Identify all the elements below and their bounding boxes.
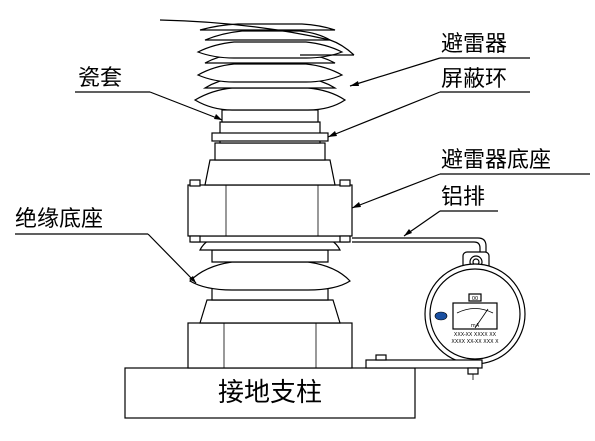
leader-lines	[15, 57, 590, 284]
arrester-sheds	[159, 19, 355, 111]
shield-ring-label: 屏蔽环	[441, 67, 507, 92]
meter-caption-1: XXX-XX XXXX XX	[454, 332, 497, 338]
meter-caption-2: XXXX XX-XX XXX X	[451, 339, 499, 345]
arrester-label: 避雷器	[441, 32, 507, 57]
meter-mount	[365, 354, 483, 380]
meter-scale: mA	[471, 323, 480, 329]
porcelain-body	[211, 109, 329, 161]
insulating-base-pedestal	[187, 299, 353, 369]
ground-pillar: 接地支柱	[124, 367, 416, 419]
leakage-current-meter: 00 mA XXX-XX XXXX XX XXXX XX-XX XXX X	[424, 263, 526, 365]
aluminum-bar-label: 铝排	[441, 185, 485, 210]
ground-pillar-label: 接地支柱	[218, 378, 322, 408]
meter-badge-icon	[434, 311, 448, 321]
insulating-base-sheds	[189, 235, 351, 301]
insulating-base-label: 绝缘底座	[15, 207, 103, 232]
porcelain-sleeve-label: 瓷套	[78, 66, 122, 91]
arrester-base-label: 避雷器底座	[441, 148, 551, 173]
meter-tag: 00	[472, 296, 478, 302]
arrester-base-flange	[187, 159, 353, 243]
